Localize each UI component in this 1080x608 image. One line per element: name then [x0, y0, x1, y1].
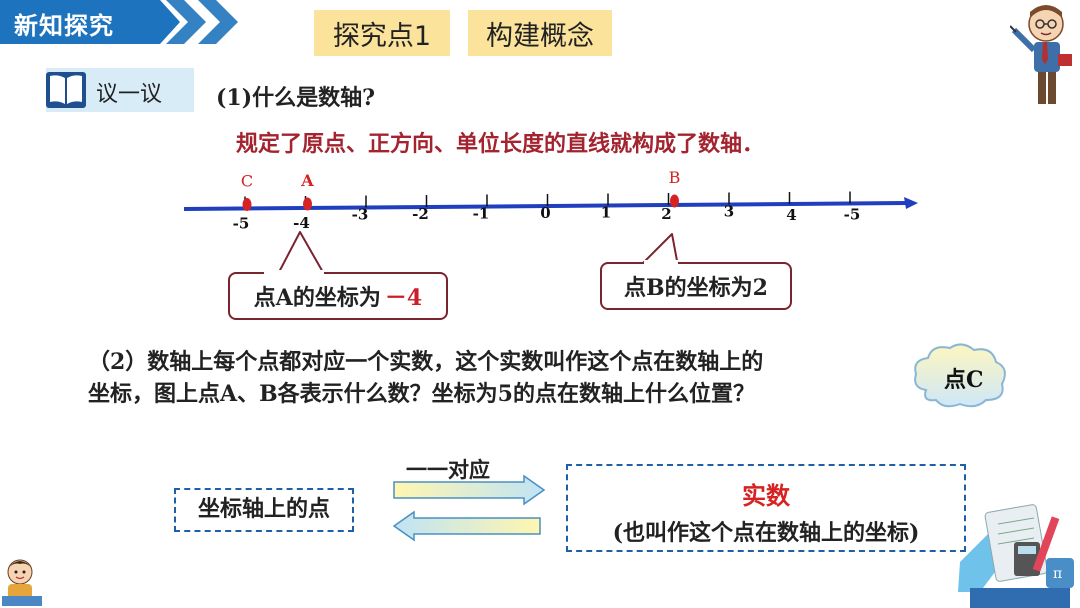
tag-explore-point: 探究点1: [314, 10, 450, 56]
tick-label: -1: [473, 204, 490, 222]
right-arrow-icon: [394, 476, 544, 504]
points-on-axis-box: 坐标轴上的点: [174, 488, 354, 532]
tick-label: 4: [786, 206, 796, 224]
tick-label: 3: [724, 202, 734, 220]
math-tools-decoration-icon: π: [950, 492, 1080, 608]
question-2: （2）数轴上每个点都对应一个实数，这个实数叫作这个点在数轴上的 坐标，图上点A、…: [88, 346, 928, 410]
teacher-figure-icon: [1010, 0, 1076, 110]
point-c-label: C: [241, 171, 253, 190]
point-a-marker: [303, 197, 312, 210]
tag-build-concept: 构建概念: [468, 10, 612, 56]
tick-label: 0: [540, 204, 550, 222]
real-number-note: (也叫作这个点在数轴上的坐标): [568, 515, 964, 547]
points-on-axis-label: 坐标轴上的点: [176, 490, 352, 528]
svg-text:π: π: [1053, 566, 1062, 582]
real-number-title: 实数: [568, 476, 964, 511]
axis-arrow-icon: [904, 197, 918, 209]
point-a-label: A: [300, 171, 314, 190]
open-book-icon: [44, 68, 88, 112]
tick-label: -3: [352, 205, 369, 223]
bidirectional-arrows: [390, 474, 550, 546]
question-2-line-1: （2）数轴上每个点都对应一个实数，这个实数叫作这个点在数轴上的: [88, 346, 928, 378]
question-2-line-2: 坐标，图上点A、B各表示什么数？坐标为5的点在数轴上什么位置？: [88, 378, 928, 410]
tick-label: 1: [601, 203, 611, 221]
callout-b-text: 点B的坐标为2: [624, 270, 768, 302]
left-arrow-icon: [394, 512, 540, 540]
discuss-label: 议一议: [96, 76, 162, 108]
tick-label: -5: [844, 205, 861, 223]
student-figure-icon: [0, 556, 46, 608]
real-number-box: 实数 (也叫作这个点在数轴上的坐标): [566, 464, 966, 552]
callout-b: 点B的坐标为2: [600, 262, 792, 310]
point-b-label: B: [669, 168, 681, 187]
section-title: 新知探究: [14, 6, 114, 41]
number-line-definition: 规定了原点、正方向、单位长度的直线就构成了数轴．: [236, 126, 764, 158]
tick-label: 2: [661, 205, 671, 223]
tick-label: -2: [412, 205, 429, 223]
callout-a-text: 点A的坐标为: [254, 280, 381, 312]
callout-a-value: －4: [385, 280, 422, 312]
question-1: (1)什么是数轴?: [216, 80, 375, 112]
point-b-marker: [670, 194, 679, 207]
cloud-label: 点C: [944, 362, 984, 394]
point-c-marker: [243, 198, 252, 211]
callout-a: 点A的坐标为 －4: [228, 272, 448, 320]
